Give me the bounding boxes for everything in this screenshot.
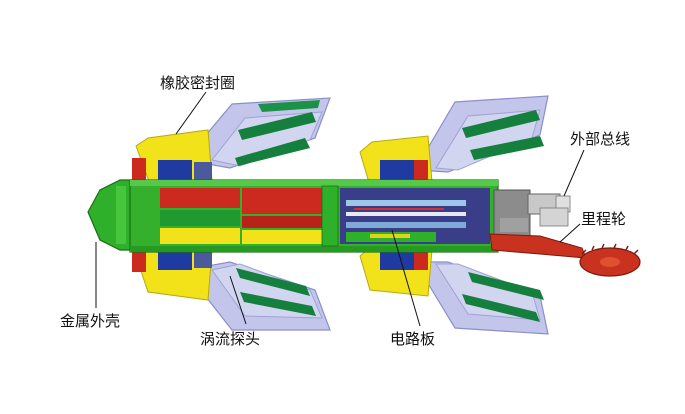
left-upper-coil-3 — [258, 100, 320, 112]
label-odometer-wheel: 里程轮 — [581, 210, 627, 228]
pcb-middle — [346, 212, 466, 216]
left-lower-probe — [158, 248, 192, 270]
right-lower-flange — [414, 248, 428, 270]
bus-socket — [539, 207, 569, 227]
label-eddy-current-probe: 涡流探头 — [200, 330, 261, 348]
module-yellow-lower — [160, 228, 240, 244]
left-upper-coil-1 — [238, 112, 316, 140]
housing-nose-band — [116, 186, 126, 244]
module-red-2-middle — [242, 216, 322, 228]
left-upper-coil-2 — [235, 138, 310, 166]
right-upper-probe — [380, 160, 414, 182]
module-red-2-upper — [242, 188, 322, 214]
right-lower-coil-1 — [468, 272, 544, 300]
left-upper-flange — [132, 158, 146, 184]
odometer-arm — [489, 233, 587, 259]
right-lower-cup-inner — [435, 263, 541, 321]
left-lower-coil-1 — [236, 268, 310, 296]
bus-end-cap — [500, 218, 528, 232]
pcb-upper — [346, 200, 466, 206]
bus-housing — [493, 189, 531, 243]
pcb-yellow-strip — [370, 234, 410, 238]
left-lower-clamp — [194, 248, 212, 268]
housing-top-rail — [130, 180, 498, 186]
pcb-red-trace — [354, 208, 444, 210]
leader-eddy-probe — [229, 275, 247, 325]
label-rubber-seal-ring: 橡胶密封圈 — [160, 74, 236, 92]
label-external-bus: 外部总线 — [570, 130, 631, 148]
housing-bottom-rail — [130, 246, 498, 252]
module-divider — [321, 185, 339, 247]
right-upper-flange — [414, 160, 428, 182]
leader-rubber-seal — [175, 91, 207, 135]
right-lower-probe — [380, 248, 414, 270]
label-metal-housing: 金属外壳 — [60, 312, 121, 330]
odometer-wheel-assembly — [489, 233, 641, 277]
leader-odometer-wheel — [559, 223, 581, 243]
circuit-board-compartment — [340, 188, 490, 244]
pcb-lower — [346, 222, 466, 228]
module-green-middle — [160, 210, 240, 226]
right-upper-coil-2 — [470, 136, 544, 160]
label-circuit-board: 电路板 — [390, 330, 436, 348]
right-upper-coil-1 — [462, 110, 540, 138]
internal-modules — [160, 185, 339, 247]
left-upper-probe — [158, 160, 192, 182]
right-cup-assembly — [359, 95, 549, 335]
odometer-wheel-hub — [600, 257, 620, 267]
left-cup-assembly — [132, 97, 331, 331]
module-yellow-2-lower — [242, 230, 322, 244]
left-upper-clamp — [194, 162, 212, 182]
leader-lines — [95, 91, 585, 327]
external-bus-connector — [493, 189, 571, 243]
odometer-wheel-teeth — [581, 243, 639, 255]
leader-external-bus — [563, 149, 585, 197]
leader-circuit-board — [391, 229, 421, 327]
left-upper-seal — [135, 129, 213, 185]
left-lower-coil-2 — [240, 292, 316, 316]
module-red-upper — [160, 188, 240, 208]
right-lower-coil-2 — [462, 294, 540, 322]
